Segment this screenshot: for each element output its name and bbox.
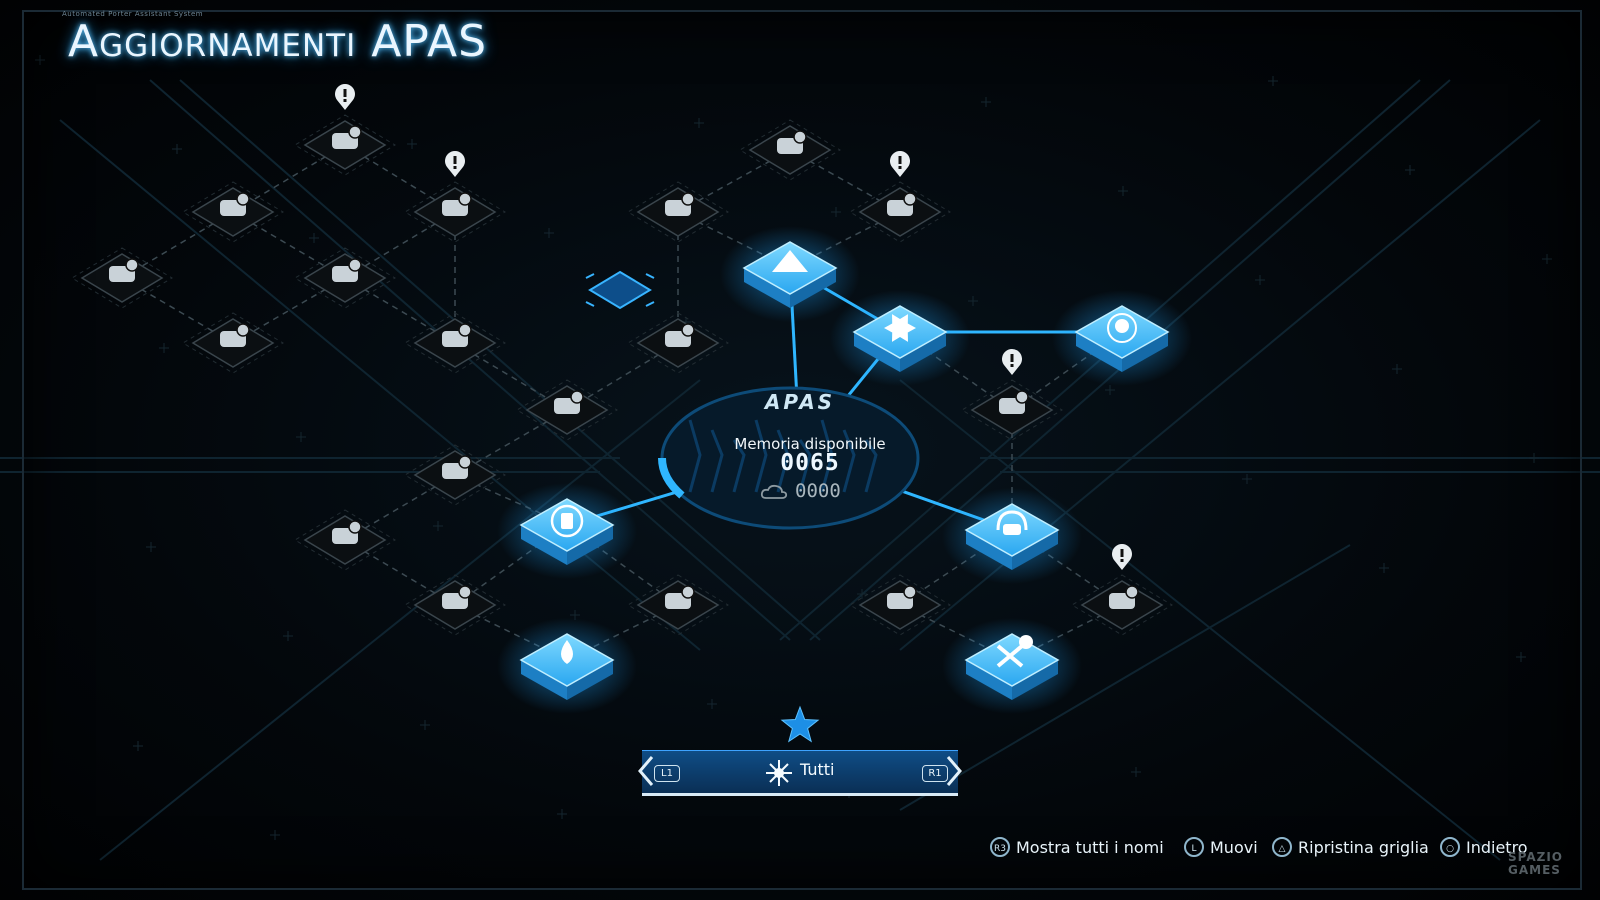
- filter-prev-chevron-icon[interactable]: [636, 755, 656, 787]
- package-timer-icon: [332, 125, 362, 149]
- upgrade-node-blood-drop[interactable]: [497, 618, 637, 714]
- filter-next-chevron-icon[interactable]: [944, 755, 964, 787]
- upgrade-node-skull-target[interactable]: [1052, 290, 1192, 386]
- circuit-lines: [0, 55, 1600, 861]
- memory-core: [658, 386, 920, 530]
- filter-bar[interactable]: [642, 750, 958, 796]
- upgrade-node-canister-recycle[interactable]: [497, 483, 637, 579]
- recycle-triangle-icon: [554, 390, 584, 414]
- upgrade-node-stars-stack[interactable]: [404, 151, 506, 243]
- upgrade-node-package-timer[interactable]: [294, 83, 396, 176]
- headset-chat-icon: [996, 510, 1028, 535]
- memory-value: 0065: [780, 450, 840, 476]
- cloud-memory-icon: [760, 484, 788, 499]
- circle-button-icon: ○: [1440, 836, 1460, 857]
- burst-filter-icon: [766, 760, 792, 786]
- upgrade-node-empty-slot[interactable]: [585, 270, 655, 310]
- upgrade-node-grab-hands[interactable]: [849, 151, 951, 243]
- stars-stack-icon: [665, 323, 695, 347]
- flood-house-icon: [665, 585, 695, 609]
- upgrade-node-skull-timer[interactable]: [849, 574, 951, 636]
- chiral-loop-icon: [665, 192, 695, 216]
- memory-label: Memoria disponibile: [734, 435, 886, 453]
- upgrade-node-signal-waves[interactable]: [739, 119, 841, 181]
- upgrade-node-package-timer[interactable]: [182, 312, 284, 374]
- left-stick-icon: L: [1184, 836, 1204, 857]
- upgrade-node-mule-lightning[interactable]: [404, 444, 506, 506]
- upgrade-node-cycle-arrows[interactable]: [182, 181, 284, 243]
- skull-timer-icon: [887, 585, 917, 609]
- package-timer-icon: [220, 323, 250, 347]
- hint-reset-grid[interactable]: △ Ripristina griglia: [1272, 836, 1429, 859]
- filter-label: Tutti: [800, 760, 835, 779]
- fist-cargo-icon: [1109, 585, 1139, 609]
- upgrade-node-mountain[interactable]: [720, 226, 860, 322]
- upgrade-node-shelter-arrows[interactable]: [404, 312, 506, 374]
- hint-label: Muovi: [1210, 838, 1258, 857]
- hint-show-names[interactable]: R3 Mostra tutti i nomi: [990, 836, 1164, 859]
- upgrade-node-tools-timer[interactable]: [942, 618, 1082, 714]
- upgrade-node-package-timer[interactable]: [71, 247, 173, 309]
- umbrella-icon: [442, 585, 472, 609]
- upgrade-node-cargo-stack[interactable]: [961, 348, 1063, 441]
- new-alert-icon: [890, 151, 910, 177]
- signal-waves-icon: [777, 130, 807, 154]
- memory-gauge: [658, 457, 685, 499]
- canister-recycle-icon: [550, 504, 584, 538]
- new-alert-icon: [445, 151, 465, 177]
- upgrade-node-chiral-loop[interactable]: [627, 181, 729, 243]
- upgrade-node-fist-cargo[interactable]: [1071, 544, 1173, 636]
- screen-frame: [22, 10, 1582, 890]
- skull-target-icon: [1107, 313, 1137, 343]
- cycle-arrows-icon: [220, 192, 250, 216]
- hint-label: Indietro: [1466, 838, 1528, 857]
- mule-lightning-icon: [442, 455, 472, 479]
- shelter-arrows-icon: [442, 323, 472, 347]
- upgrade-node-badge-burst[interactable]: [830, 290, 970, 386]
- upgrade-node-flood-house[interactable]: [627, 574, 729, 636]
- l1-tag: L1: [654, 765, 680, 782]
- watermark-line2: GAMES: [1508, 863, 1561, 877]
- new-alert-icon: [1112, 544, 1132, 570]
- upgrade-node-headset-chat[interactable]: [942, 488, 1082, 584]
- badge-burst-icon: [884, 314, 916, 342]
- new-alert-icon: [335, 83, 355, 110]
- empty-slot-icon: [585, 273, 655, 307]
- cloud-memory-value: 0000: [795, 480, 841, 502]
- hint-label: Ripristina griglia: [1298, 838, 1429, 857]
- apas-logo: APAS: [764, 390, 836, 414]
- filter-star-icon: [780, 705, 820, 743]
- grab-hands-icon: [887, 192, 917, 216]
- upgrade-node-umbrella[interactable]: [404, 574, 506, 636]
- r3-button-icon: R3: [990, 836, 1010, 857]
- upgrade-node-skull-timer[interactable]: [294, 509, 396, 571]
- upgrade-node-stars-stack[interactable]: [627, 312, 729, 374]
- cargo-stack-icon: [999, 390, 1029, 414]
- triangle-button-icon: △: [1272, 836, 1292, 857]
- watermark-line1: SPAZIO: [1508, 850, 1563, 864]
- skull-timer-icon: [332, 520, 362, 544]
- new-alert-icon: [1002, 348, 1022, 375]
- upgrade-node-cycle-arrows[interactable]: [294, 247, 396, 309]
- cycle-arrows-icon: [332, 258, 362, 282]
- hint-move[interactable]: L Muovi: [1184, 836, 1258, 859]
- hint-label: Mostra tutti i nomi: [1016, 838, 1164, 857]
- system-label: Automated Porter Assistant System: [62, 10, 204, 18]
- watermark: SPAZIO GAMES: [1508, 851, 1563, 877]
- upgrade-node-recycle-triangle[interactable]: [516, 379, 618, 441]
- hint-back[interactable]: ○ Indietro: [1440, 836, 1528, 859]
- tools-timer-icon: [996, 635, 1033, 668]
- blood-drop-icon: [561, 640, 573, 664]
- mountain-icon: [772, 250, 808, 272]
- r1-tag: R1: [922, 765, 948, 782]
- upgrade-nodes: [71, 83, 1192, 714]
- page-title: Aggiornamenti APAS: [68, 16, 488, 67]
- stars-stack-icon: [442, 192, 472, 216]
- package-timer-icon: [109, 258, 139, 282]
